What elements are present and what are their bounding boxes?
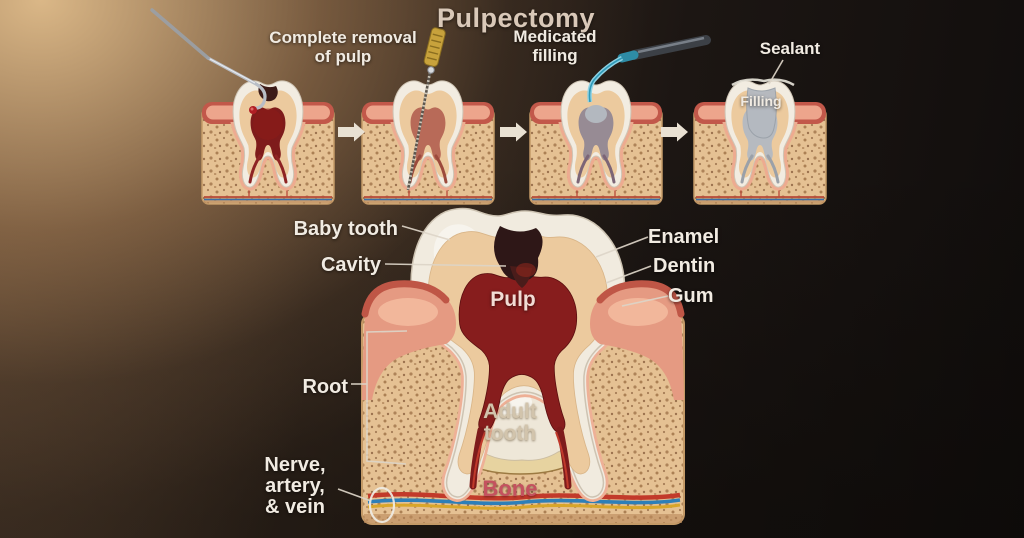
dentin-label: Dentin xyxy=(653,255,716,277)
nerve-label-line: artery, xyxy=(265,475,325,497)
probe-handle xyxy=(150,8,210,60)
arrow-right-icon xyxy=(338,122,365,142)
gum-tissue xyxy=(361,280,685,400)
step1-infected-tooth-illustration xyxy=(198,56,338,210)
cavity-leader-line xyxy=(384,263,507,267)
nerve-bundle-highlight-oval xyxy=(368,486,396,524)
step-caption-complete-removal: Complete removal of pulp xyxy=(233,28,453,66)
syringe-icon xyxy=(587,35,711,103)
dentin-leader-line xyxy=(605,265,652,284)
sealant-leader-line xyxy=(768,59,784,85)
page-title: Pulpectomy xyxy=(436,3,596,33)
filling-label: Filling xyxy=(740,93,782,109)
step-arrows xyxy=(338,122,688,142)
step2-pulp-removal-illustration xyxy=(358,27,500,210)
step3-medicated-filling-illustration xyxy=(526,35,711,210)
adult-tooth-label: Adult tooth xyxy=(440,400,580,446)
inflammation-glow xyxy=(253,108,283,140)
adult-tooth-label-line: tooth xyxy=(483,422,537,446)
nerve-label-line: Nerve, xyxy=(264,454,326,476)
caption-line: Complete removal xyxy=(269,28,417,47)
cavity-label: Cavity xyxy=(320,254,381,276)
baby-tooth-label: Baby tooth xyxy=(293,218,398,240)
arrow-right-icon xyxy=(661,122,688,142)
step4-sealed-tooth-illustration xyxy=(686,56,834,210)
endodontic-file-icon xyxy=(406,27,446,191)
sealant-layer xyxy=(731,78,795,87)
cavity-decay xyxy=(494,226,543,288)
filling-material xyxy=(746,87,777,139)
pulp-label: Pulp xyxy=(490,288,536,311)
dental-probe-icon xyxy=(206,56,267,114)
nerve-artery-vein-label: Nerve, artery, & vein xyxy=(235,455,355,518)
gum-label: Gum xyxy=(668,285,714,307)
filling-material xyxy=(585,105,607,123)
arrow-right-icon xyxy=(500,122,527,142)
root-label: Root xyxy=(302,376,348,398)
enamel-label: Enamel xyxy=(648,226,720,248)
caption-line: Medicated xyxy=(513,27,597,46)
caption-line: of pulp xyxy=(314,47,372,67)
enamel-leader-line xyxy=(595,236,649,258)
root-bracket xyxy=(366,330,408,465)
adult-tooth-label-line: Adult xyxy=(483,400,537,423)
baby-tooth-leader-line xyxy=(401,225,451,241)
caption-line: filling xyxy=(532,46,578,66)
bone-label: Bone xyxy=(482,476,538,501)
nerve-label-line: & vein xyxy=(264,496,326,518)
gum-leader-line xyxy=(621,295,669,307)
leader-lines xyxy=(150,8,784,524)
main-tooth-cross-section-illustration xyxy=(361,207,685,525)
nerve-leader-line xyxy=(337,488,372,502)
step-caption-medicated-filling: Medicated filling xyxy=(455,27,655,65)
sealant-label: Sealant xyxy=(759,39,821,58)
